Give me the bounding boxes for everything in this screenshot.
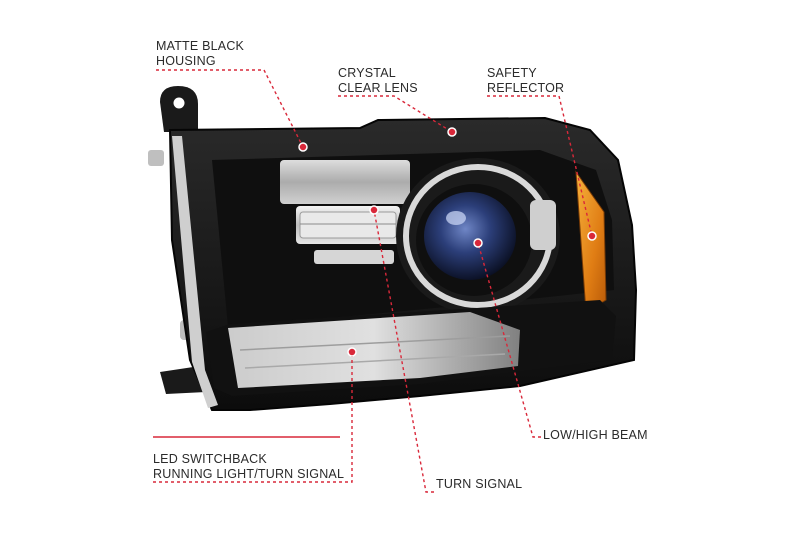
label-low-high-beam: LOW/HIGH BEAM xyxy=(543,428,648,442)
label-safety-reflector: SAFETY REFLECTOR xyxy=(487,66,565,95)
led-light-bar xyxy=(206,300,616,396)
label-led-switchback: LED SWITCHBACK RUNNING LIGHT/TURN SIGNAL xyxy=(153,452,345,481)
amber-reflector xyxy=(575,170,607,313)
callout-lines xyxy=(153,69,593,493)
mounting-tab-top xyxy=(160,86,198,132)
label-turn-signal: TURN SIGNAL xyxy=(436,477,523,491)
chrome-reflector xyxy=(280,160,410,264)
label-matte-black-housing: MATTE BLACK HOUSING xyxy=(156,39,245,68)
label-crystal-clear-lens: CRYSTAL CLEAR LENS xyxy=(338,66,418,95)
projector-lens xyxy=(396,158,560,314)
callout-dots xyxy=(298,127,597,357)
